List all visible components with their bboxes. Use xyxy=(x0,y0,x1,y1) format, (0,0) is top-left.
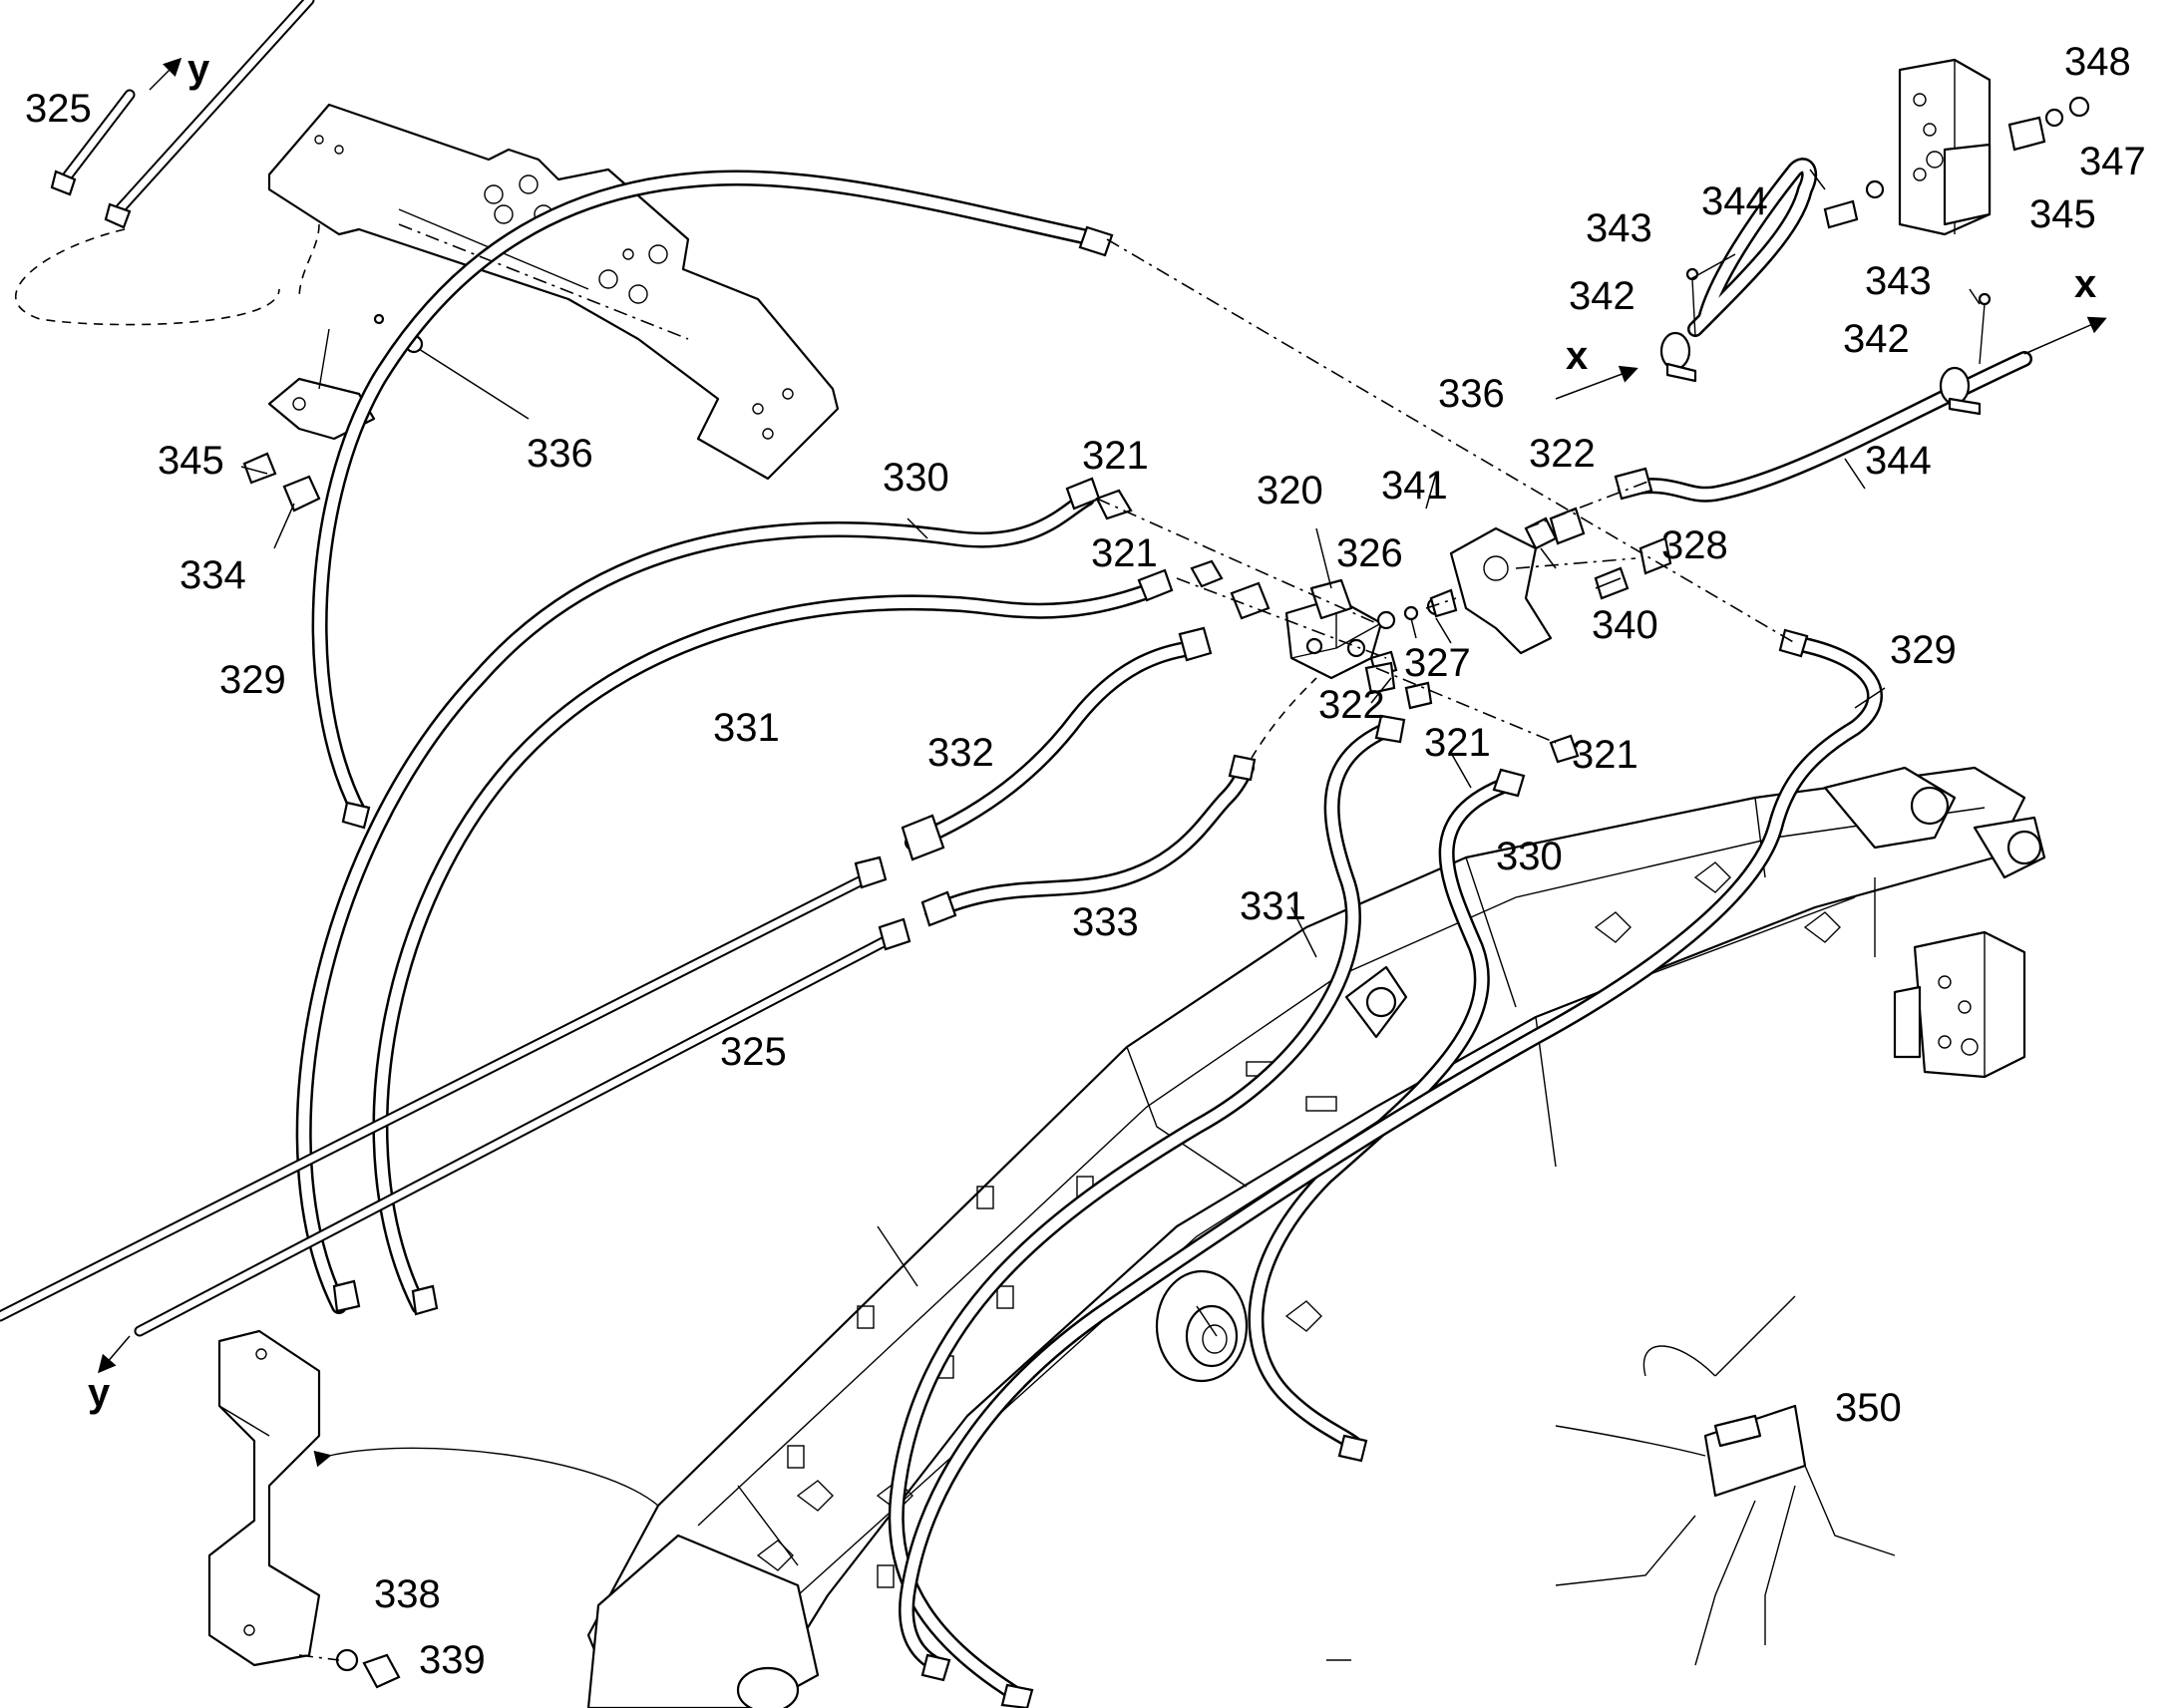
callout-328: 328 xyxy=(1661,523,1728,567)
callout-338: 338 xyxy=(374,1572,441,1616)
callout-342: 342 xyxy=(1569,274,1635,318)
callout-344: 344 xyxy=(1865,439,1932,483)
callout-320: 320 xyxy=(1257,469,1323,512)
direction-arrow-icon xyxy=(98,1335,131,1374)
part-callouts: 325 325 348 347 345 345 343 343 344 344 … xyxy=(25,40,2146,1682)
hose-330-upper xyxy=(295,477,1101,1314)
callout-322: 322 xyxy=(1529,432,1596,476)
axis-mark-y-top: y xyxy=(187,47,210,91)
hose-344-upper xyxy=(1687,158,1859,337)
callout-321: 321 xyxy=(1424,721,1491,765)
assembly-lines xyxy=(15,223,1796,1661)
callout-343: 343 xyxy=(1586,206,1652,250)
callout-321: 321 xyxy=(1082,434,1149,478)
callout-348: 348 xyxy=(2064,40,2131,84)
bracket-lower-left xyxy=(207,1329,401,1689)
callout-330: 330 xyxy=(1496,835,1563,878)
hose-331-upper xyxy=(372,568,1174,1316)
leader-lines xyxy=(240,169,1981,1661)
bracket-341 xyxy=(1429,526,1553,655)
callout-342: 342 xyxy=(1843,317,1910,361)
callout-327: 327 xyxy=(1404,641,1471,685)
callout-334: 334 xyxy=(180,553,246,597)
mounting-plate-right xyxy=(1893,930,2026,1079)
fittings-cluster xyxy=(1095,489,1672,764)
hose-333 xyxy=(920,754,1257,927)
direction-arrow-icon xyxy=(1555,365,1638,400)
mounting-plate-top-right xyxy=(1865,58,2090,236)
callout-321: 321 xyxy=(1572,733,1638,777)
hose-344-lower xyxy=(1614,351,2032,503)
callout-350: 350 xyxy=(1835,1386,1902,1430)
hose-331-lower xyxy=(888,714,1406,1708)
valve-assembly-350 xyxy=(1555,1295,1896,1666)
callout-331: 331 xyxy=(1240,884,1306,928)
small-bracket-left xyxy=(242,313,424,512)
callout-321: 321 xyxy=(1091,531,1158,575)
callout-332: 332 xyxy=(927,731,994,775)
callout-331: 331 xyxy=(713,706,780,750)
callout-345: 345 xyxy=(158,439,224,483)
callout-345: 345 xyxy=(2029,192,2096,236)
manifold-block-320 xyxy=(1284,578,1383,680)
clamp-342-lower xyxy=(1939,292,1992,416)
callout-330: 330 xyxy=(883,456,949,500)
hose-329-left xyxy=(311,170,1114,830)
callout-340: 340 xyxy=(1592,603,1658,647)
axis-mark-x-right: x xyxy=(2074,262,2096,306)
hose-329-right xyxy=(899,628,1883,1682)
tube-325-top xyxy=(50,0,315,229)
callout-325: 325 xyxy=(25,87,92,131)
callout-322: 322 xyxy=(1318,683,1385,727)
callout-336: 336 xyxy=(527,432,593,476)
direction-arrow-icon xyxy=(149,57,182,91)
callout-329: 329 xyxy=(219,658,286,702)
hose-332 xyxy=(901,626,1213,861)
callout-325: 325 xyxy=(720,1030,787,1074)
callout-343: 343 xyxy=(1865,259,1932,303)
callout-344: 344 xyxy=(1701,179,1768,223)
tube-325-b xyxy=(134,917,911,1337)
callout-326: 326 xyxy=(1336,531,1403,575)
tube-325-a xyxy=(0,855,888,1322)
clamp-342-upper xyxy=(1659,267,1699,383)
direction-arrow-icon xyxy=(2023,316,2107,355)
boom-structure xyxy=(586,766,2046,1708)
callout-341: 341 xyxy=(1381,464,1448,508)
callout-347: 347 xyxy=(2079,140,2146,183)
callout-333: 333 xyxy=(1072,900,1139,944)
callout-329: 329 xyxy=(1890,628,1957,672)
axis-mark-y-bottom: y xyxy=(88,1371,111,1415)
axis-mark-x-left: x xyxy=(1566,334,1588,378)
callout-339: 339 xyxy=(419,1638,486,1682)
axis-markers: y y x x xyxy=(88,47,2107,1415)
callout-336: 336 xyxy=(1438,372,1505,416)
